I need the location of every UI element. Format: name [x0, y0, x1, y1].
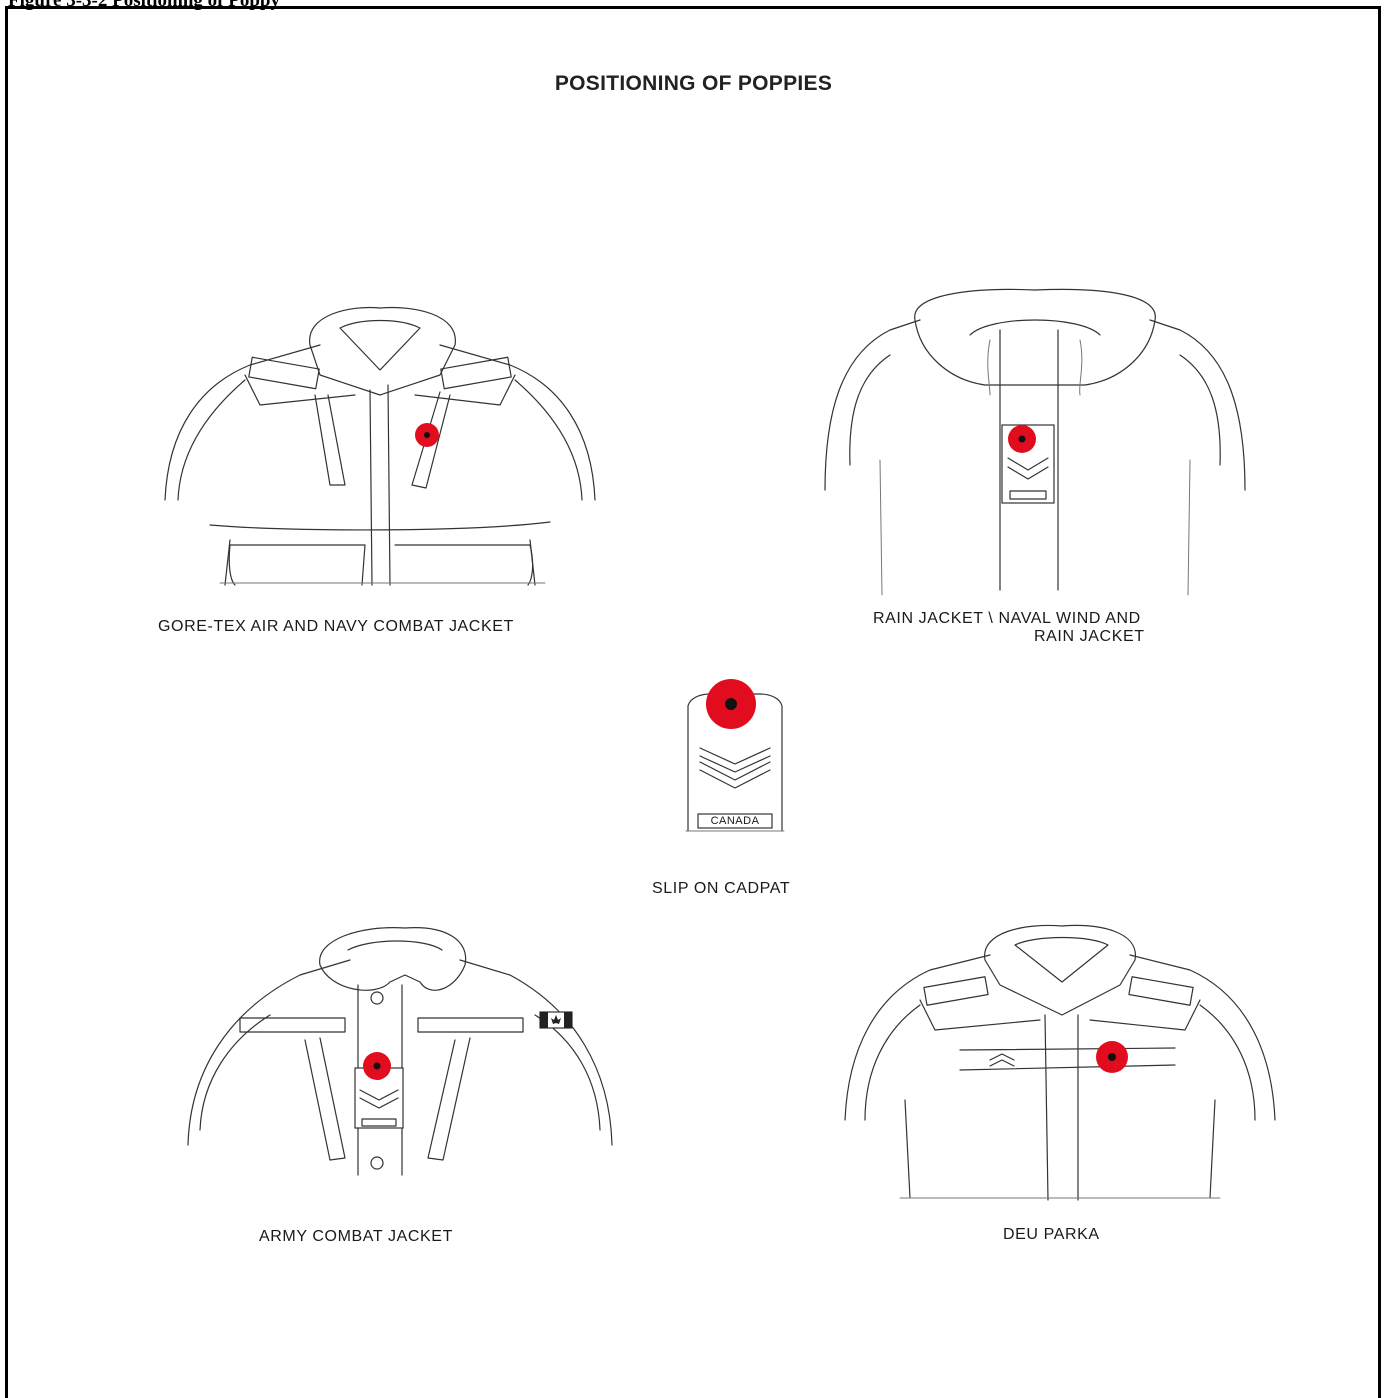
army-jacket-illustration	[180, 920, 620, 1190]
caption-goretex: GORE-TEX AIR AND NAVY COMBAT JACKET	[158, 618, 514, 636]
caption-slip-on: SLIP ON CADPAT	[652, 880, 790, 898]
poppy-icon	[1008, 425, 1036, 453]
caption-rain-line2: RAIN JACKET	[1034, 628, 1145, 646]
goretex-jacket-illustration	[150, 300, 610, 590]
poppy-icon	[706, 679, 756, 729]
poppy-icon	[1096, 1041, 1128, 1073]
canada-tab-label: CANADA	[700, 815, 770, 827]
caption-army: ARMY COMBAT JACKET	[259, 1228, 453, 1246]
slip-on-illustration	[680, 676, 790, 836]
deu-parka-illustration	[840, 920, 1280, 1205]
page-title: POSITIONING OF POPPIES	[0, 72, 1387, 96]
caption-deu: DEU PARKA	[1003, 1226, 1100, 1244]
poppy-icon	[363, 1052, 391, 1080]
poppy-icon	[415, 423, 439, 447]
canada-flag-icon	[540, 1012, 572, 1028]
caption-rain-line1: RAIN JACKET \ NAVAL WIND AND	[873, 610, 1141, 628]
rain-jacket-illustration	[820, 285, 1250, 605]
